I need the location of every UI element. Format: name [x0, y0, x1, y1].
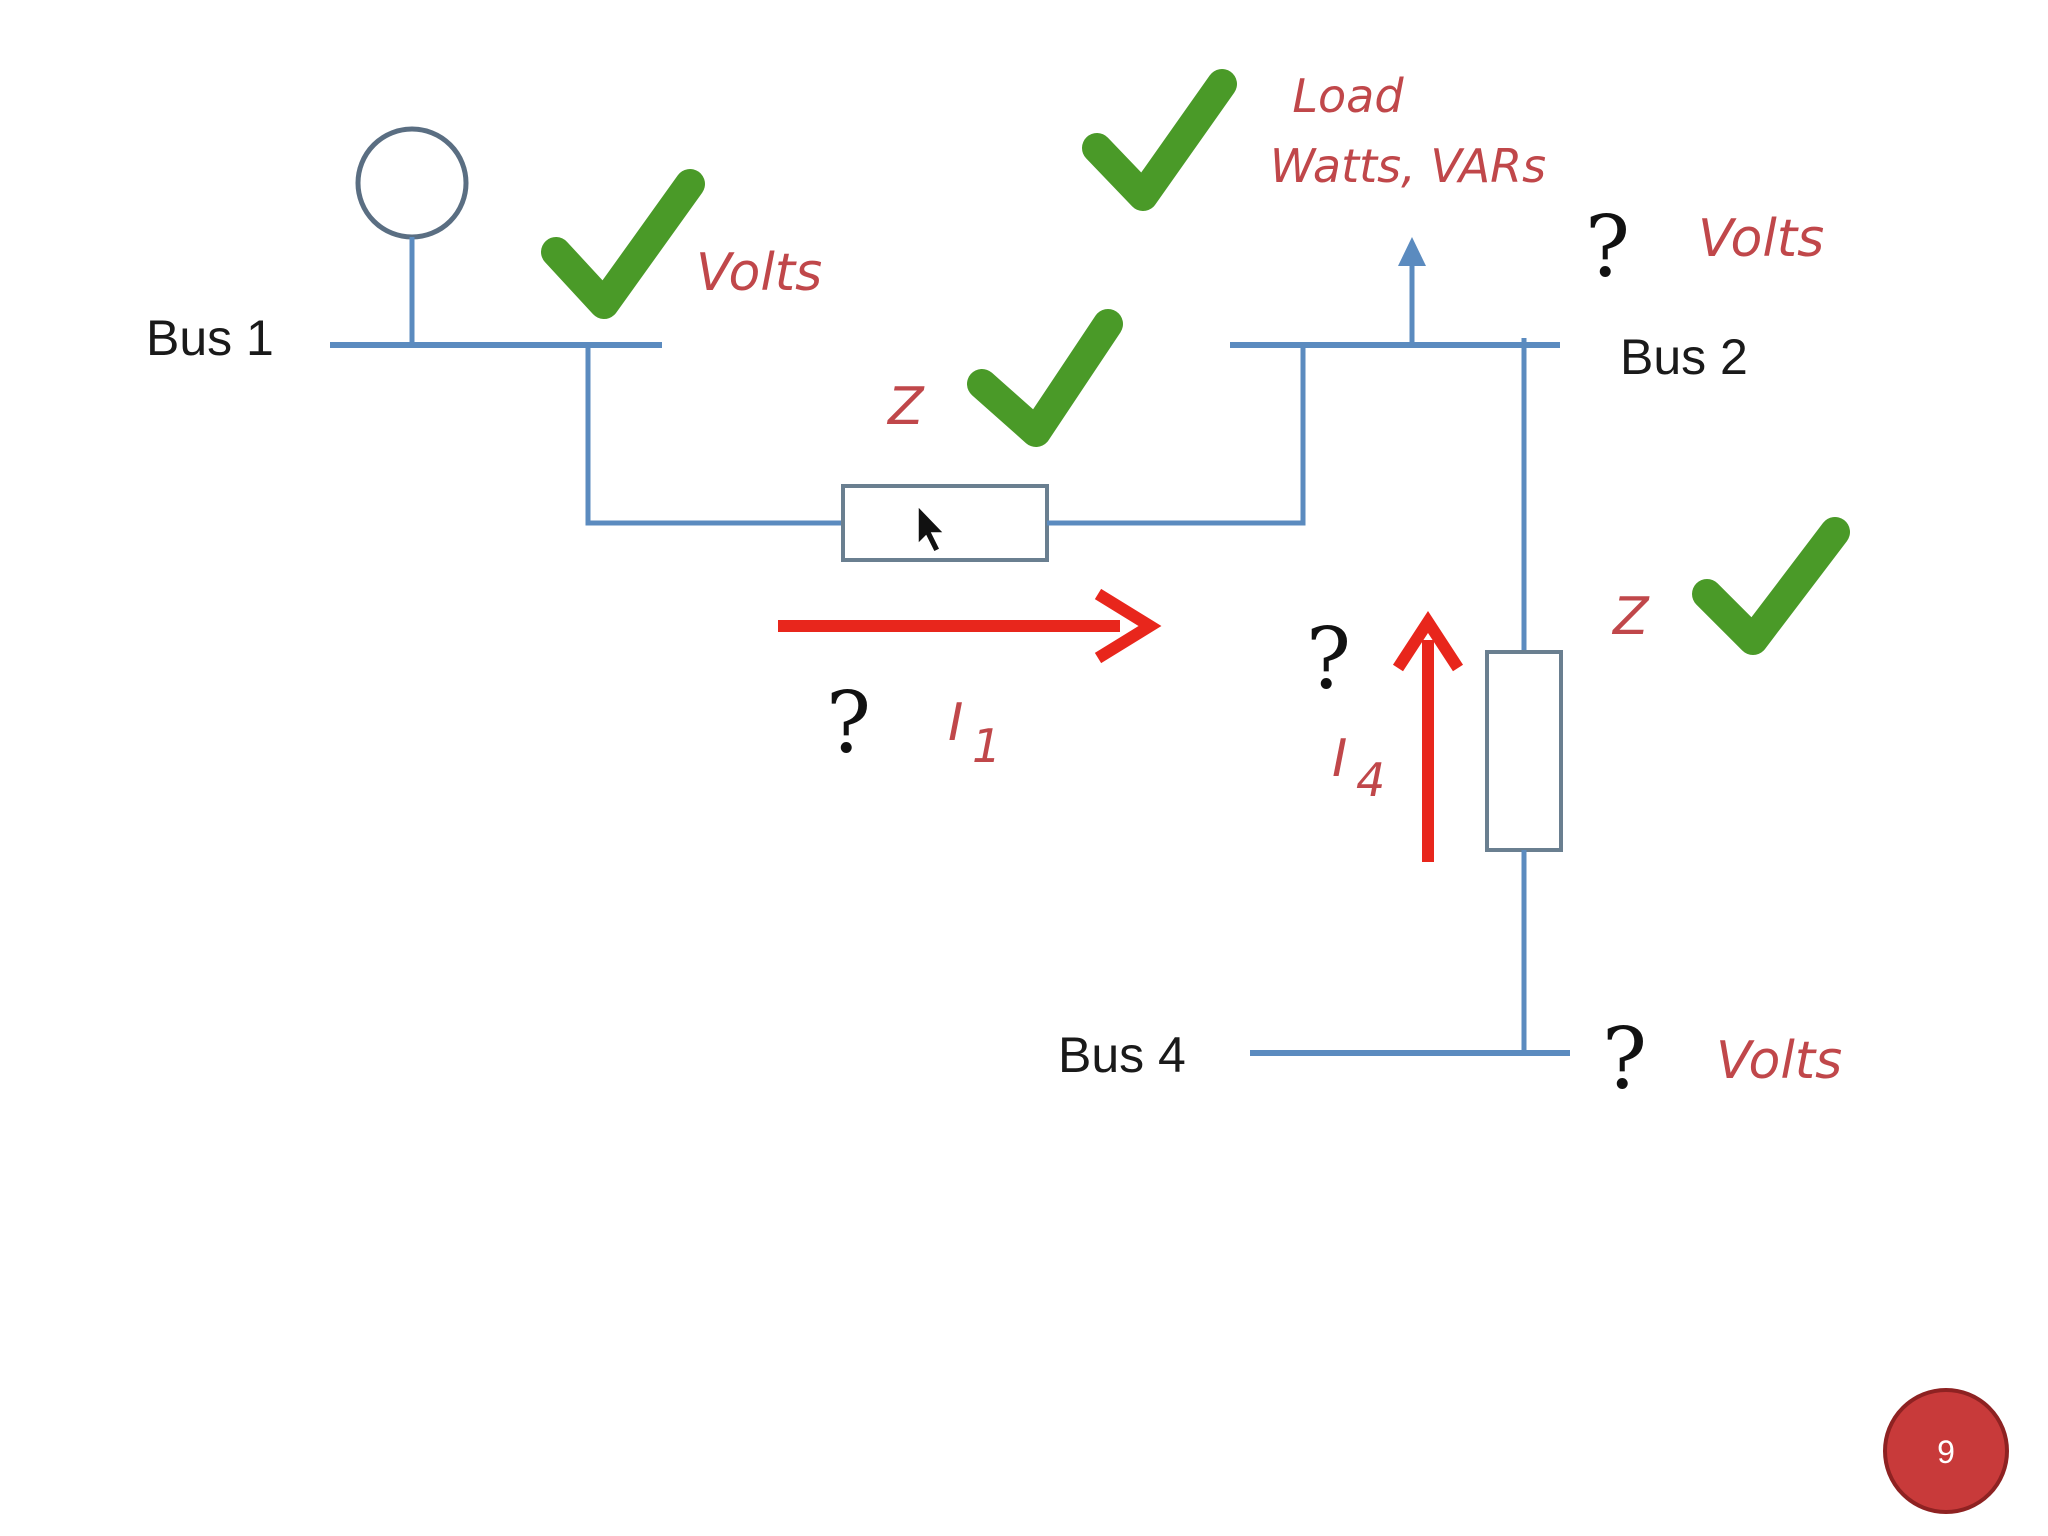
bus4-label: Bus 4	[1058, 1027, 1186, 1083]
page-number-badge: 9	[1883, 1388, 2009, 1514]
unknown-volts-bus2: ?	[1585, 198, 1630, 296]
svg-text:9: 9	[1937, 1434, 1955, 1470]
mouse-cursor-icon	[917, 504, 946, 554]
svg-text:1: 1	[972, 719, 1001, 773]
line-bus1-bus2	[585, 345, 842, 526]
check-icon-impedance-1	[967, 309, 1123, 447]
bus2-label: Bus 2	[1620, 329, 1748, 385]
current-label-i4: I 4	[1332, 729, 1385, 807]
volts-label-bus1: Volts	[696, 243, 822, 303]
check-icon-bus1-volts	[541, 169, 705, 319]
bus1-label: Bus 1	[146, 310, 274, 366]
impedance-box-2	[1485, 650, 1563, 852]
volts-label-bus4: Volts	[1716, 1031, 1842, 1091]
impedance-label-2: Z	[1611, 587, 1650, 647]
check-icon-impedance-2	[1692, 517, 1850, 655]
volts-label-bus2: Volts	[1698, 209, 1824, 269]
unknown-current-i1: ?	[826, 674, 871, 772]
load-label-line2: Watts, VARs	[1270, 139, 1546, 193]
line-bus1-bus2-right	[1047, 345, 1306, 526]
impedance-label-1: Z	[886, 377, 925, 437]
unknown-volts-bus4: ?	[1602, 1010, 1647, 1108]
svg-text:4: 4	[1356, 753, 1385, 807]
current-arrow-i1	[778, 588, 1162, 664]
impedance-box-1	[841, 484, 1049, 562]
svg-text:I: I	[1332, 729, 1347, 789]
current-arrow-i4	[1392, 611, 1464, 862]
svg-text:I: I	[948, 693, 963, 753]
load-label-line1: Load	[1292, 69, 1404, 123]
current-label-i1: I 1	[948, 693, 1001, 773]
load-arrow-icon	[1398, 237, 1426, 345]
check-icon-load	[1082, 69, 1237, 211]
generator-symbol	[355, 126, 469, 345]
unknown-current-i4: ?	[1306, 610, 1351, 708]
